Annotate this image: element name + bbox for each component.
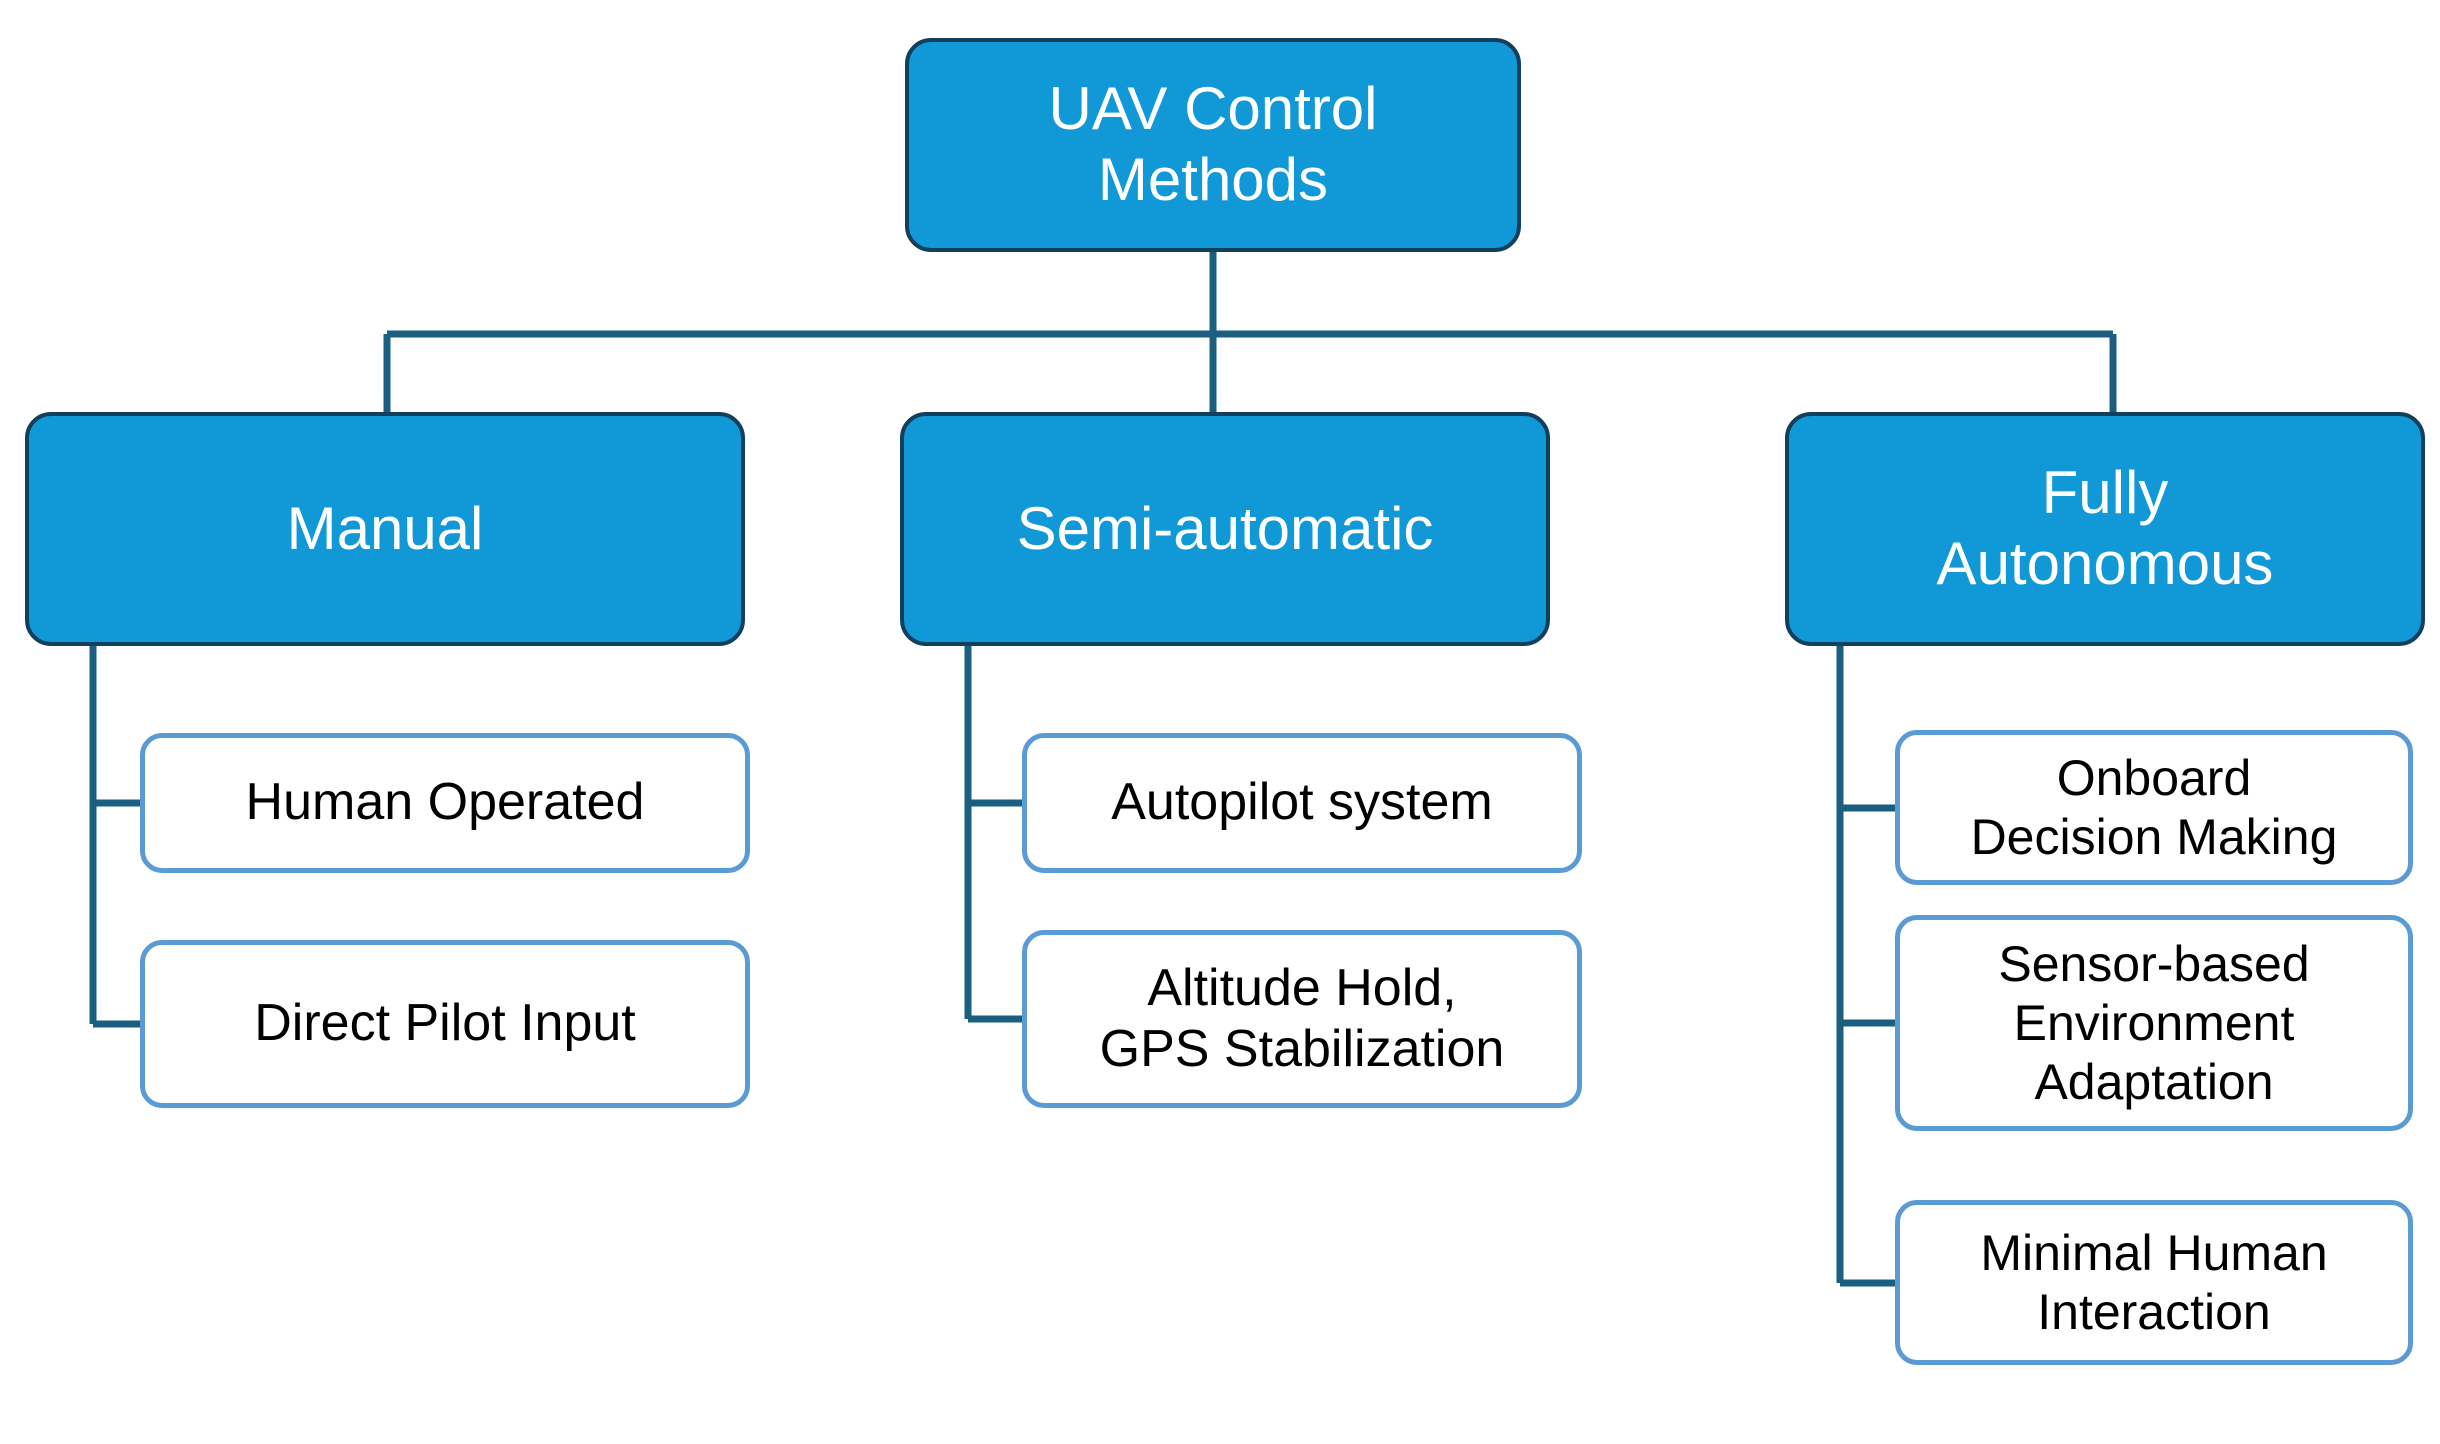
node-uav-control-methods[interactable]: UAV Control Methods <box>905 38 1521 252</box>
node-fully-autonomous[interactable]: Fully Autonomous <box>1785 412 2425 646</box>
leaf-direct-pilot-input-label: Direct Pilot Input <box>254 994 636 1053</box>
leaf-altitude-hold-gps-stabilization[interactable]: Altitude Hold, GPS Stabilization <box>1022 930 1582 1108</box>
node-semi-automatic-label: Semi-automatic <box>1016 494 1434 562</box>
leaf-onboard-decision-making-label: Onboard Decision Making <box>1970 749 2338 865</box>
node-semi-automatic[interactable]: Semi-automatic <box>900 412 1550 646</box>
leaf-direct-pilot-input[interactable]: Direct Pilot Input <box>140 940 750 1108</box>
node-fully-autonomous-label: Fully Autonomous <box>1936 459 2274 597</box>
leaf-human-operated[interactable]: Human Operated <box>140 733 750 873</box>
leaf-autopilot-system[interactable]: Autopilot system <box>1022 733 1582 873</box>
leaf-sensor-based-environment-adaptation[interactable]: Sensor-based Environment Adaptation <box>1895 915 2413 1131</box>
leaf-altitude-hold-gps-stabilization-label: Altitude Hold, GPS Stabilization <box>1099 958 1505 1078</box>
leaf-onboard-decision-making[interactable]: Onboard Decision Making <box>1895 730 2413 885</box>
leaf-minimal-human-interaction[interactable]: Minimal Human Interaction <box>1895 1200 2413 1365</box>
node-root-label: UAV Control Methods <box>1048 75 1378 213</box>
leaf-sensor-based-environment-adaptation-label: Sensor-based Environment Adaptation <box>1998 935 2310 1110</box>
node-manual-label: Manual <box>286 494 484 562</box>
leaf-human-operated-label: Human Operated <box>245 773 645 832</box>
leaf-autopilot-system-label: Autopilot system <box>1111 773 1493 832</box>
leaf-minimal-human-interaction-label: Minimal Human Interaction <box>1980 1224 2328 1340</box>
node-manual[interactable]: Manual <box>25 412 745 646</box>
